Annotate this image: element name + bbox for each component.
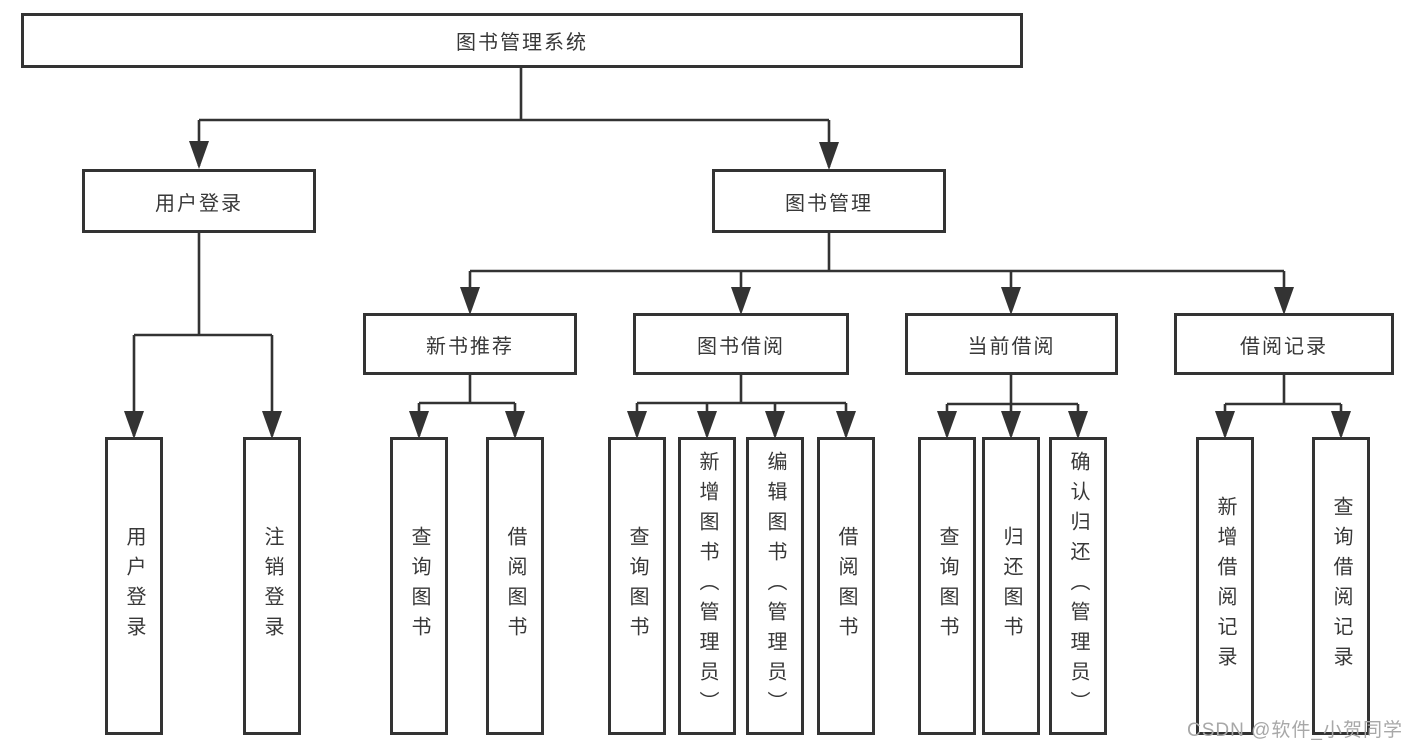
connector-bookmgmt-to-level3 — [468, 233, 1286, 310]
node-query-books-recommend: 查询图书 — [390, 437, 448, 735]
node-book-management: 图书管理 — [712, 169, 946, 233]
node-user-login-group: 用户登录 — [82, 169, 316, 233]
node-add-borrow-record: 新增借阅记录 — [1196, 437, 1254, 735]
leaf-label: 归还图书 — [1000, 526, 1022, 646]
node-borrow-books-borrowing: 借阅图书 — [817, 437, 875, 735]
leaf-label: 编辑图书（管理员） — [764, 451, 786, 721]
node-query-books-borrowing: 查询图书 — [608, 437, 666, 735]
leaf-label: 新增图书（管理员） — [696, 451, 718, 721]
node-return-books: 归还图书 — [982, 437, 1040, 735]
node-user-login: 用户登录 — [105, 437, 163, 735]
connector-currentborrow-to-leaves — [945, 375, 1080, 436]
leaf-label: 借阅图书 — [835, 526, 857, 646]
leaf-label: 注销登录 — [261, 526, 283, 646]
leaf-label: 查询图书 — [408, 526, 430, 646]
node-add-book-admin: 新增图书（管理员） — [678, 437, 736, 735]
leaf-label: 新增借阅记录 — [1214, 496, 1236, 676]
connector-root-to-level2 — [197, 68, 831, 167]
node-new-book-recommendation: 新书推荐 — [363, 313, 577, 375]
connector-newbook-to-leaves — [417, 375, 517, 436]
node-root: 图书管理系统 — [21, 13, 1023, 68]
node-logout: 注销登录 — [243, 437, 301, 735]
csdn-watermark: CSDN @软件_小贺同学 — [1187, 720, 1403, 741]
connector-bookborrow-to-leaves — [635, 375, 848, 436]
leaf-label: 查询借阅记录 — [1330, 496, 1352, 676]
node-borrowing-records: 借阅记录 — [1174, 313, 1394, 375]
node-book-borrowing: 图书借阅 — [633, 313, 849, 375]
connector-userlogin-to-leaves — [132, 233, 274, 436]
node-confirm-return-admin: 确认归还（管理员） — [1049, 437, 1107, 735]
node-query-borrow-record: 查询借阅记录 — [1312, 437, 1370, 735]
node-borrow-books-recommend: 借阅图书 — [486, 437, 544, 735]
node-query-books-current: 查询图书 — [918, 437, 976, 735]
leaf-label: 借阅图书 — [504, 526, 526, 646]
node-edit-book-admin: 编辑图书（管理员） — [746, 437, 804, 735]
node-current-borrowing: 当前借阅 — [905, 313, 1118, 375]
connector-records-to-leaves — [1223, 375, 1343, 436]
leaf-label: 用户登录 — [123, 526, 145, 646]
leaf-label: 查询图书 — [936, 526, 958, 646]
leaf-label: 确认归还（管理员） — [1067, 451, 1089, 721]
leaf-label: 查询图书 — [626, 526, 648, 646]
